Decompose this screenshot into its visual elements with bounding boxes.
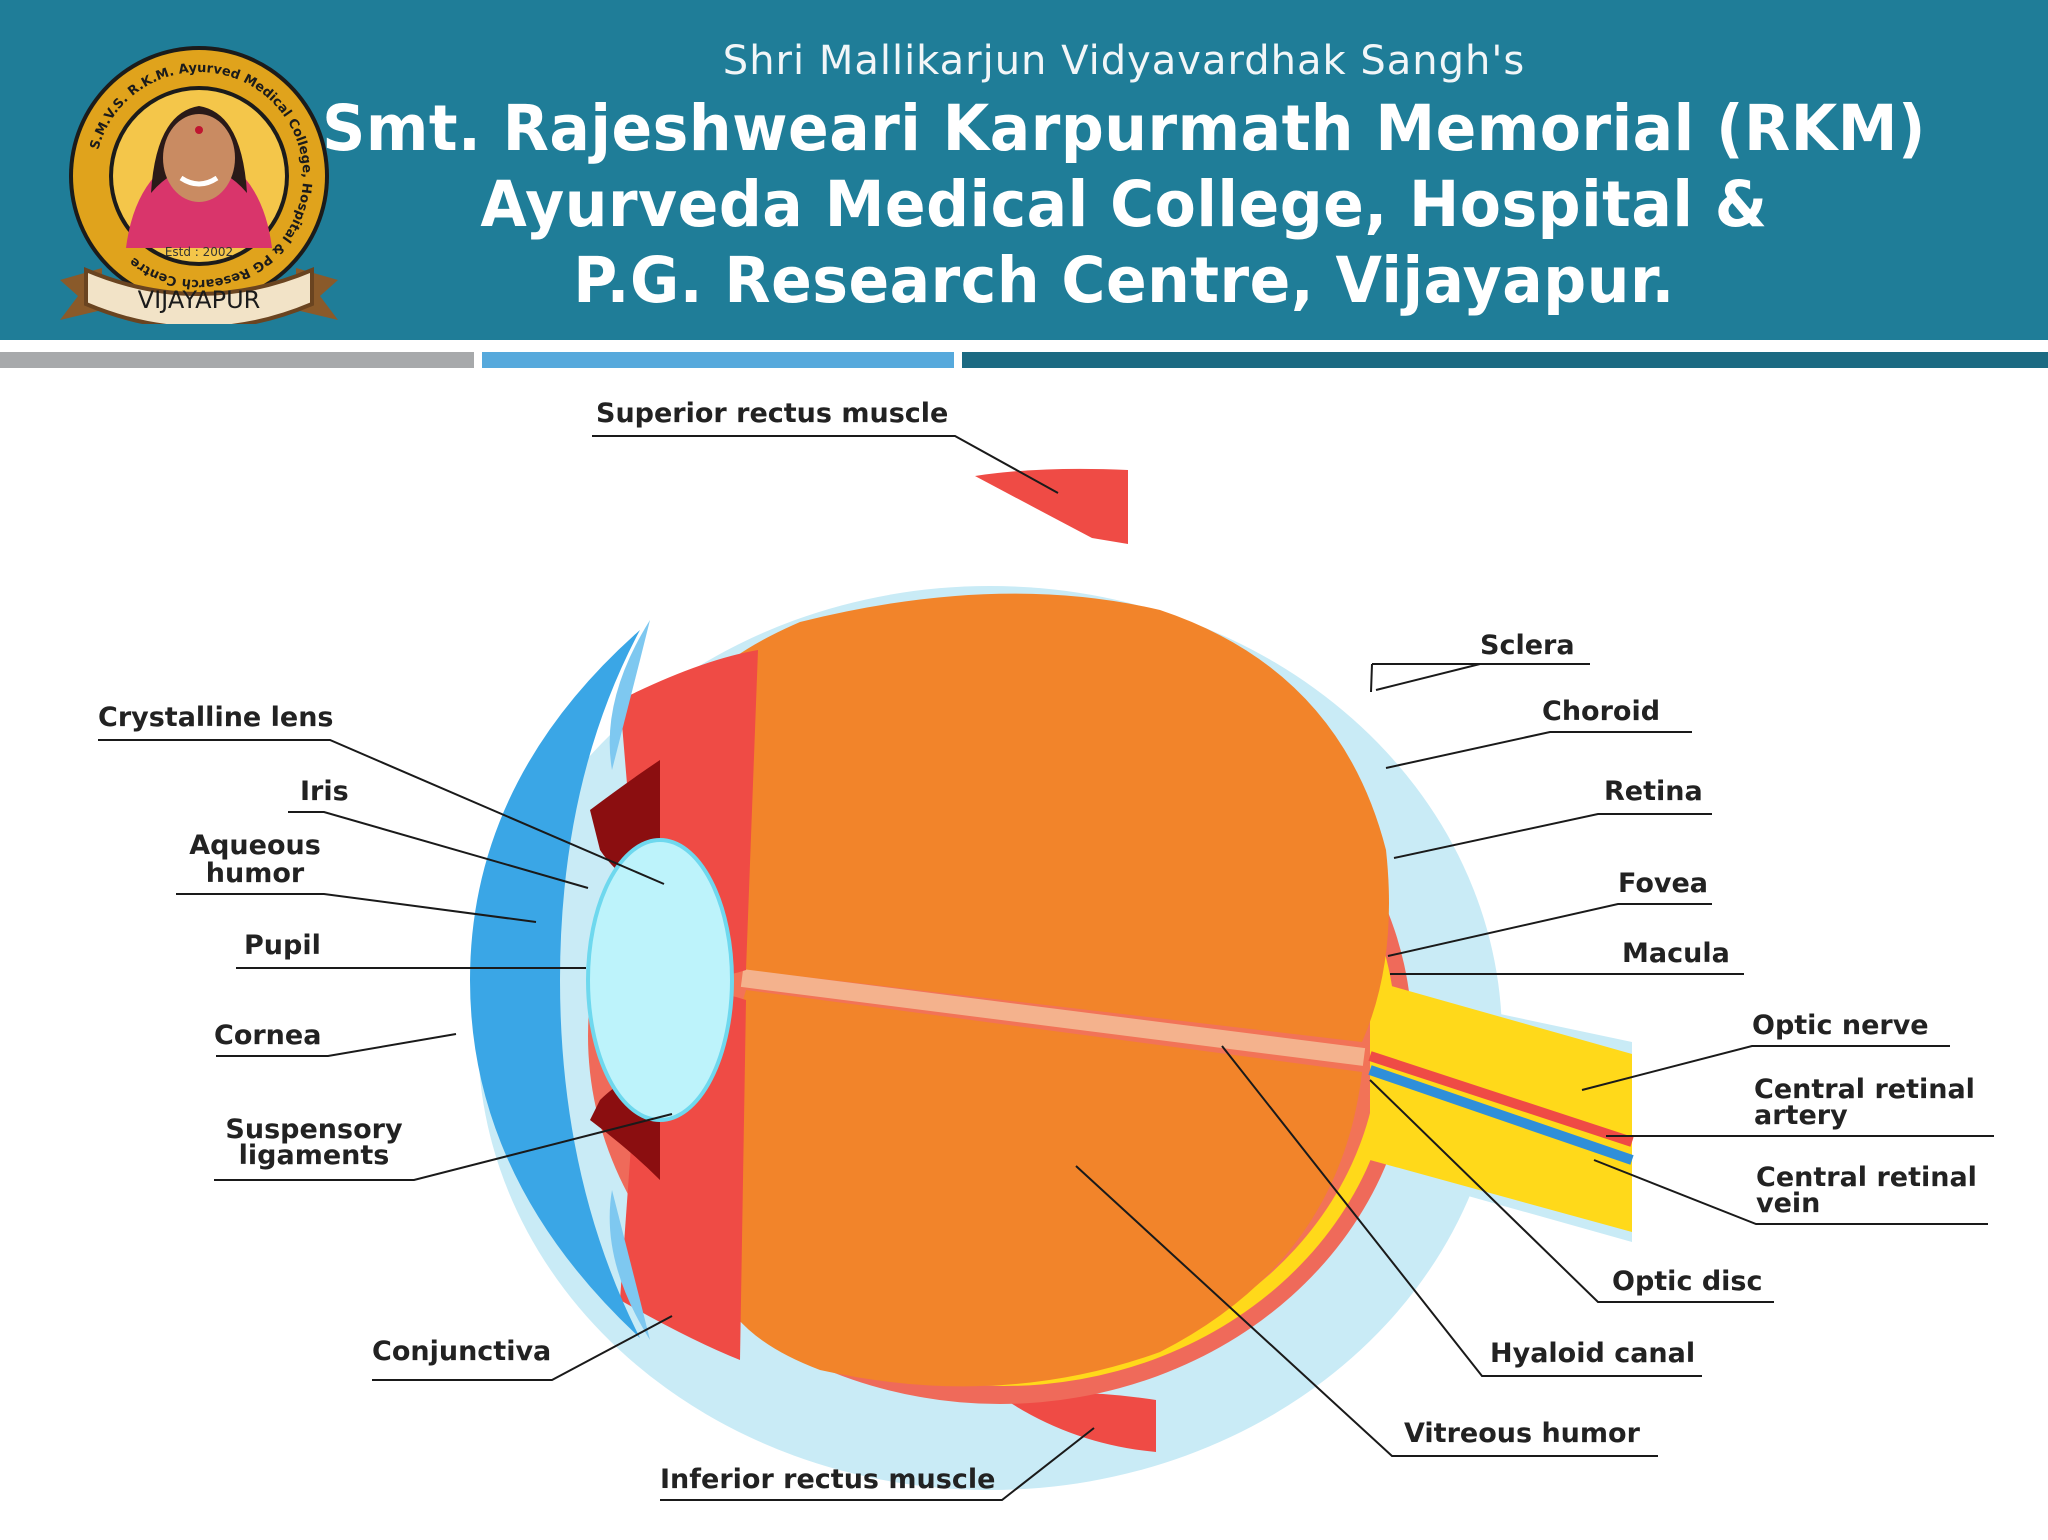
header-title-line-2: Ayurveda Medical College, Hospital & — [480, 168, 1768, 242]
leader-iris — [288, 811, 589, 889]
leader-aqueous — [176, 893, 537, 923]
label-central-vein-2: vein — [1756, 1188, 1821, 1219]
label-fovea: Fovea — [1618, 868, 1709, 899]
vitreous-upper — [709, 593, 1389, 1042]
leader-lines — [98, 435, 1994, 1501]
logo-ribbon-text: VIJAYAPUR — [138, 286, 261, 314]
portrait-smile — [179, 175, 219, 187]
leader-hyaloid — [1221, 1045, 1702, 1377]
eye-diagram: Superior rectus muscle Sclera Choroid Re… — [0, 380, 2048, 1536]
label-central-artery-2: artery — [1754, 1100, 1848, 1131]
leader-optic-disc — [1369, 1079, 1774, 1303]
eye-anatomy-figure — [98, 435, 1994, 1501]
leader-fovea — [1387, 903, 1712, 957]
label-retina: Retina — [1604, 776, 1703, 807]
logo-ribbon — [84, 266, 314, 324]
label-optic-nerve: Optic nerve — [1752, 1010, 1929, 1041]
label-central-artery-1: Central retinal — [1754, 1074, 1975, 1105]
leader-lens — [98, 739, 665, 885]
label-suspensory-1: Suspensory — [225, 1114, 403, 1145]
crystalline-lens — [586, 838, 734, 1122]
leader-vitreous — [1075, 1165, 1658, 1457]
label-macula: Macula — [1622, 938, 1730, 969]
label-optic-disc: Optic disc — [1612, 1266, 1763, 1297]
label-choroid: Choroid — [1542, 696, 1661, 727]
central-retinal-artery — [1368, 1051, 1634, 1147]
divider-stripe-lightblue — [482, 352, 954, 368]
portrait-bindi — [195, 126, 203, 134]
inferior-rectus-muscle — [1000, 1392, 1156, 1452]
logo-established: Estd : 2002 — [165, 245, 233, 259]
label-pupil: Pupil — [244, 930, 321, 961]
header-subtitle: Shri Mallikarjun Vidyavardhak Sangh's — [722, 38, 1526, 84]
optic-nerve — [1370, 980, 1632, 1232]
leader-superior-rectus — [592, 435, 1059, 494]
label-inferior-rectus: Inferior rectus muscle — [660, 1464, 996, 1495]
label-conjunctiva: Conjunctiva — [372, 1336, 552, 1367]
label-iris: Iris — [300, 776, 349, 807]
label-aqueous-1: Aqueous — [189, 830, 321, 861]
label-crystalline-lens: Crystalline lens — [98, 702, 334, 733]
conjunctiva-lower — [609, 1190, 650, 1340]
central-retinal-vein — [1368, 1065, 1634, 1165]
vitreous-lower — [713, 990, 1362, 1387]
leader-inferior-rectus — [660, 1427, 1095, 1501]
conjunctiva-upper — [609, 620, 650, 770]
label-hyaloid-canal: Hyaloid canal — [1490, 1338, 1696, 1369]
leader-retina — [1393, 813, 1712, 859]
label-central-vein-1: Central retinal — [1756, 1162, 1977, 1193]
leader-optic-nerve — [1581, 1045, 1950, 1091]
header-title-line-1: Smt. Rajeshweari Karpurmath Memorial (RK… — [322, 92, 1926, 166]
leader-cornea — [216, 1033, 457, 1057]
label-vitreous-humor: Vitreous humor — [1404, 1418, 1640, 1449]
superior-rectus-muscle — [975, 468, 1128, 544]
leader-central-vein — [1593, 1159, 1988, 1225]
label-sclera: Sclera — [1480, 630, 1575, 661]
label-aqueous-2: humor — [205, 858, 305, 889]
label-suspensory-2: ligaments — [238, 1140, 390, 1171]
divider-stripe-darkblue — [962, 352, 2048, 368]
leader-suspensory — [214, 1113, 673, 1181]
label-superior-rectus: Superior rectus muscle — [596, 398, 949, 429]
leader-sclera-dummy — [1370, 663, 1590, 693]
cornea — [470, 630, 640, 1338]
header-title-line-3: P.G. Research Centre, Vijayapur. — [573, 244, 1675, 318]
college-logo: S.M.V.S. R.K.M. Ayurved Medical College,… — [60, 46, 338, 324]
leader-conjunctiva — [372, 1315, 673, 1381]
leader-sclera — [1375, 663, 1590, 691]
divider-stripe-gray — [0, 352, 474, 368]
hyaloid-canal — [740, 969, 1366, 1066]
label-cornea: Cornea — [214, 1020, 322, 1051]
header-banner — [0, 0, 2048, 340]
leader-choroid — [1385, 731, 1692, 769]
